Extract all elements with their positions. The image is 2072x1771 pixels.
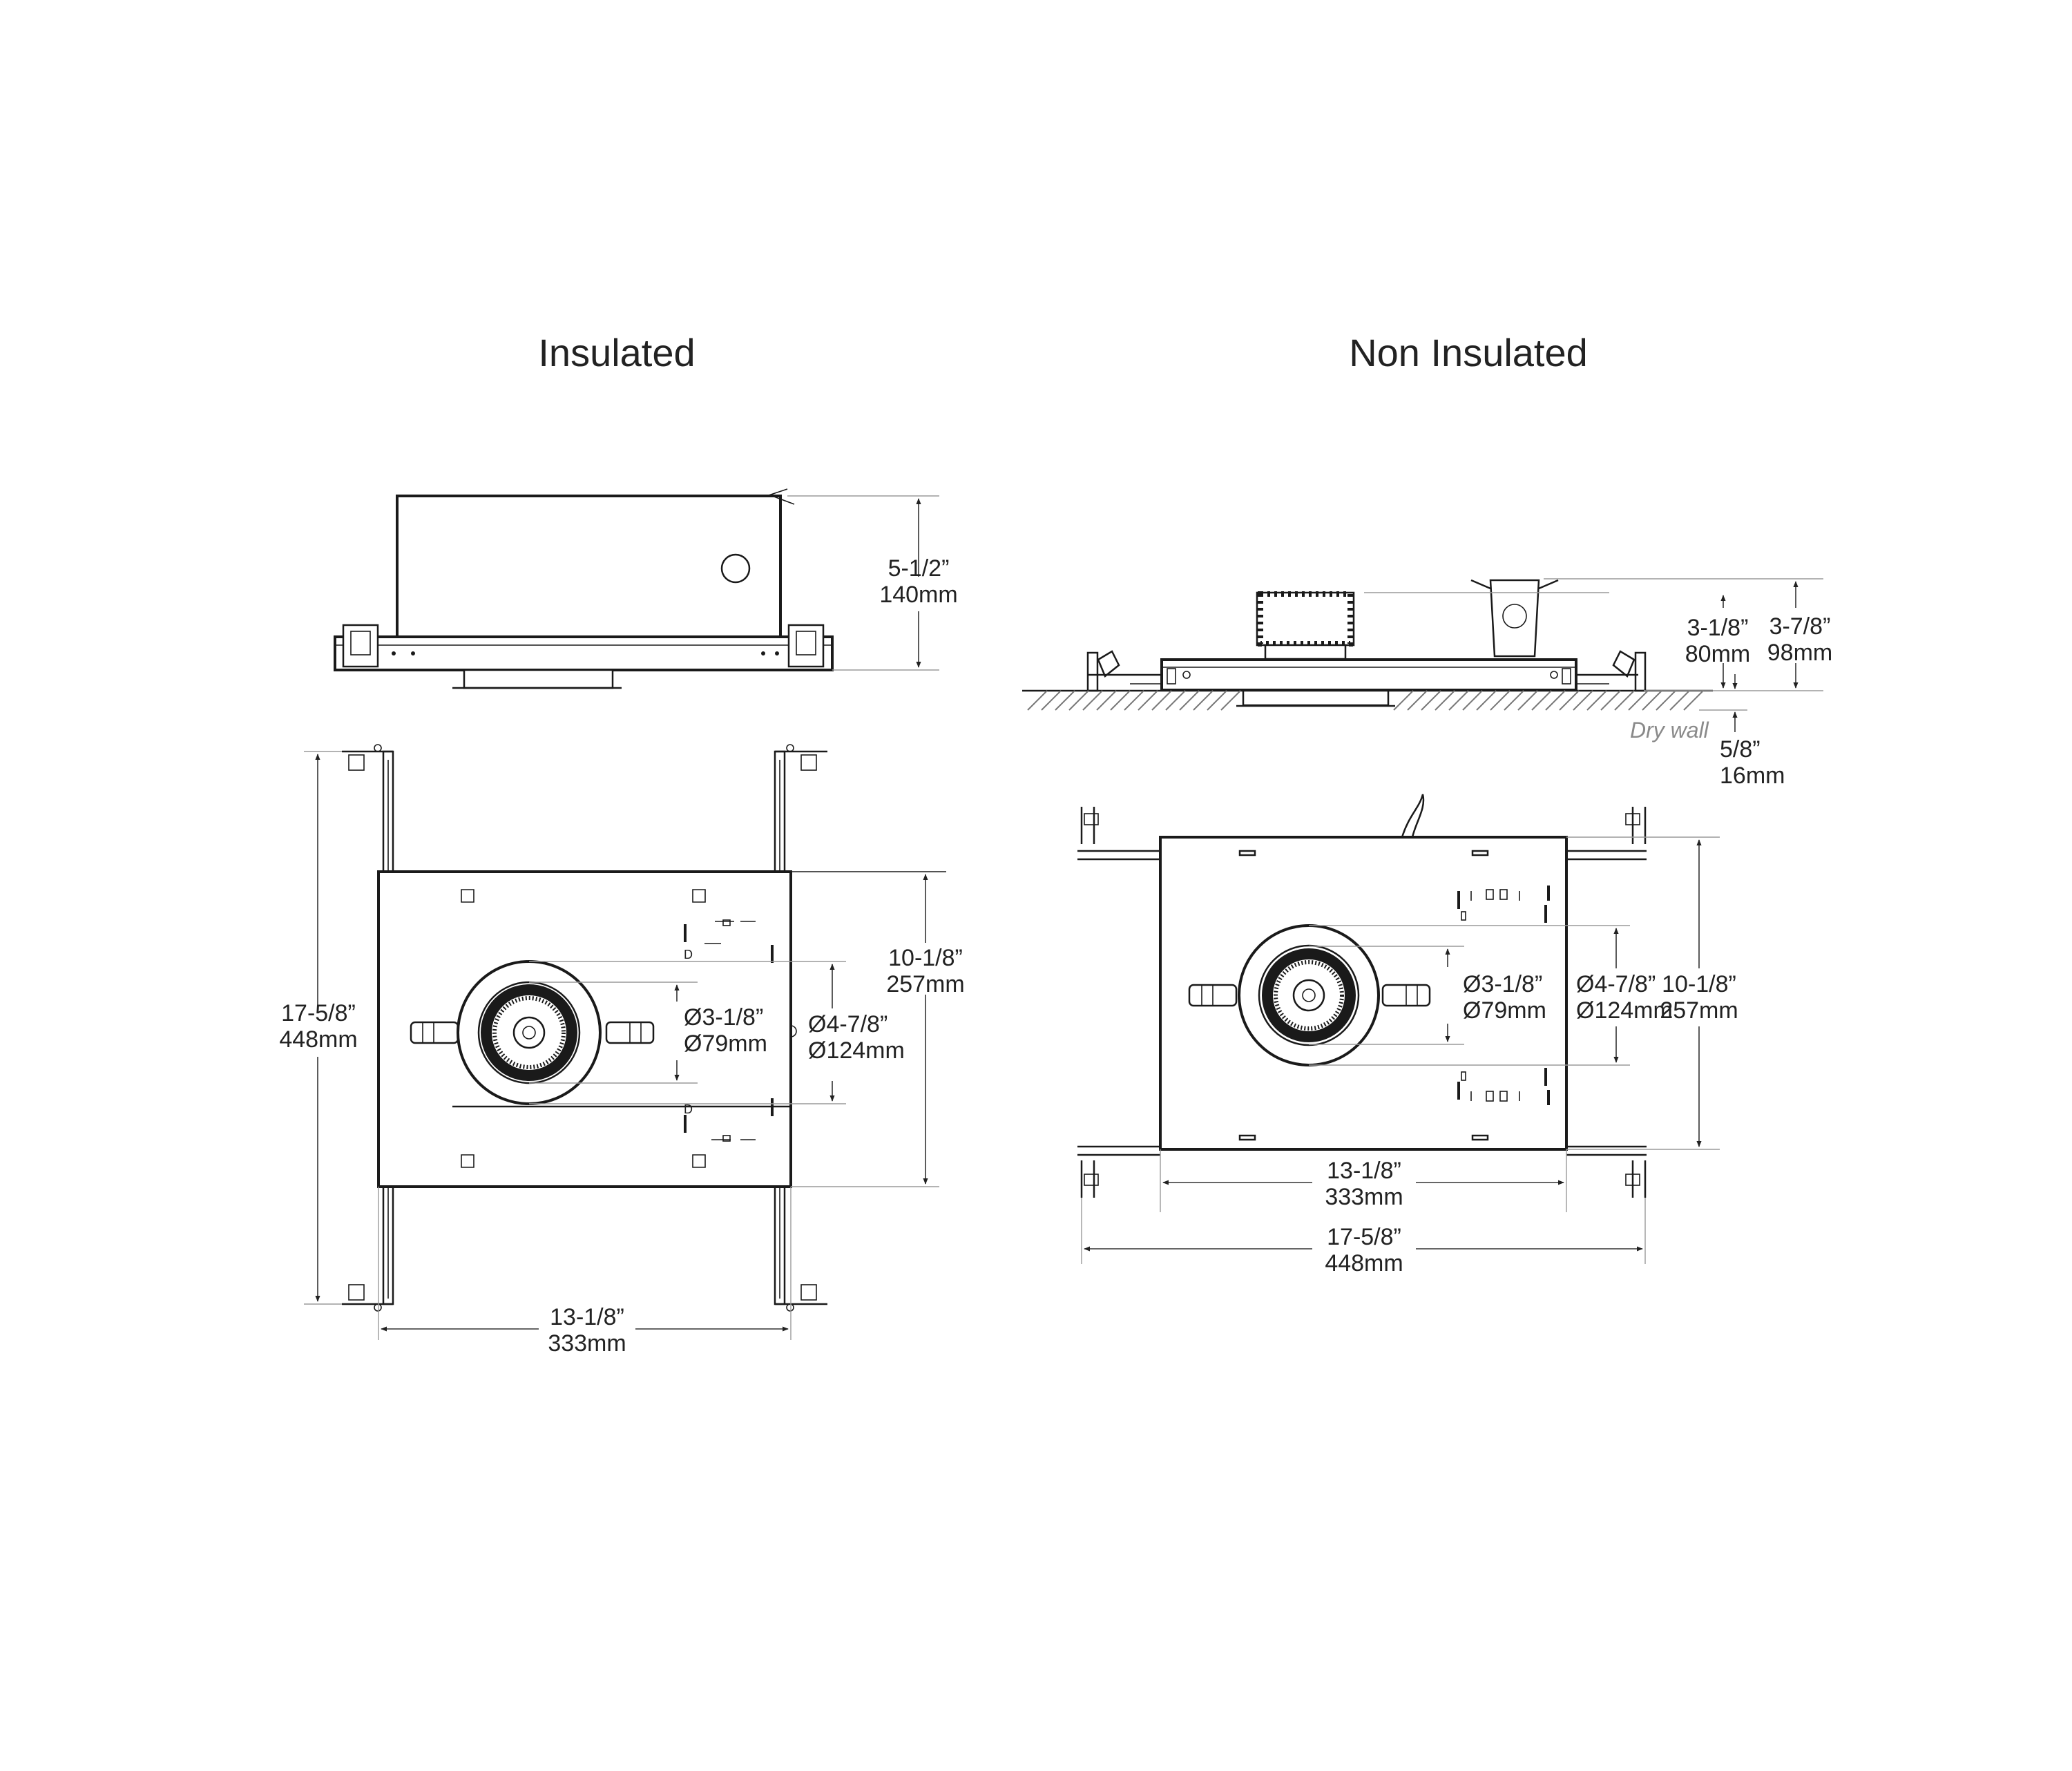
drywall-thickness-inches: 5/8” — [1720, 736, 1761, 763]
non-insulated-h2-mm: 98mm — [1767, 640, 1832, 666]
non-insulated-h1-mm: 80mm — [1685, 641, 1750, 667]
non-insulated-aperture-dimension — [1309, 946, 1464, 1045]
insulated-height-dimension — [787, 495, 939, 671]
insulated-title: Insulated — [538, 331, 695, 374]
svg-text:D: D — [684, 1102, 693, 1116]
insulated-cutout-inches: Ø4-7/8” — [808, 1011, 888, 1037]
insulated-cutout-dimension — [529, 961, 846, 1104]
non-insulated-top-view — [1077, 794, 1647, 1198]
non-insulated-aperture-mm: Ø79mm — [1463, 997, 1546, 1024]
insulated-aperture-inches: Ø3-1/8” — [684, 1004, 763, 1031]
non-insulated-height-dimensions — [1364, 578, 1823, 732]
non-insulated-h2-inches: 3-7/8” — [1769, 613, 1831, 640]
insulated-plate-dimension — [791, 874, 939, 1187]
non-insulated-length-inches: 17-5/8” — [1327, 1224, 1401, 1250]
insulated-width-dimension — [378, 1187, 792, 1340]
insulated-side-view — [334, 488, 834, 689]
non-insulated-cutout-inches: Ø4-7/8” — [1576, 971, 1656, 997]
non-insulated-width-inches: 13-1/8” — [1327, 1158, 1401, 1184]
drywall-label: Dry wall — [1630, 718, 1709, 743]
insulated-length-inches: 17-5/8” — [281, 1000, 356, 1026]
insulated-aperture-mm: Ø79mm — [684, 1031, 767, 1057]
insulated-plate-mm: 257mm — [886, 971, 964, 997]
non-insulated-width-mm: 333mm — [1325, 1184, 1403, 1210]
non-insulated-length-dimension — [1081, 1198, 1646, 1264]
non-insulated-title: Non Insulated — [1349, 331, 1588, 374]
non-insulated-plate-mm: 257mm — [1660, 997, 1738, 1024]
non-insulated-side-view — [1022, 579, 1713, 711]
svg-text:D: D — [684, 948, 693, 961]
insulated-length-mm: 448mm — [279, 1026, 357, 1053]
non-insulated-cutout-dimension — [1309, 925, 1630, 1066]
insulated-length-dimension — [304, 751, 342, 1305]
non-insulated-plate-inches: 10-1/8” — [1662, 971, 1736, 997]
non-insulated-plate-dimension — [1566, 836, 1720, 1150]
insulated-plate-inches: 10-1/8” — [888, 945, 963, 971]
insulated-aperture-dimension — [529, 982, 698, 1084]
insulated-height-inches: 5-1/2” — [888, 555, 950, 582]
insulated-height-mm: 140mm — [879, 582, 957, 608]
drywall-thickness-mm: 16mm — [1720, 763, 1785, 789]
insulated-width-inches: 13-1/8” — [550, 1304, 624, 1330]
non-insulated-length-mm: 448mm — [1325, 1250, 1403, 1276]
non-insulated-aperture-inches: Ø3-1/8” — [1463, 971, 1542, 997]
non-insulated-cutout-mm: Ø124mm — [1576, 997, 1673, 1024]
non-insulated-width-dimension — [1160, 1149, 1567, 1212]
insulated-width-mm: 333mm — [548, 1330, 626, 1357]
insulated-cutout-mm: Ø124mm — [808, 1037, 905, 1064]
insulated-top-view: D D — [342, 744, 946, 1312]
non-insulated-h1-inches: 3-1/8” — [1687, 615, 1749, 641]
